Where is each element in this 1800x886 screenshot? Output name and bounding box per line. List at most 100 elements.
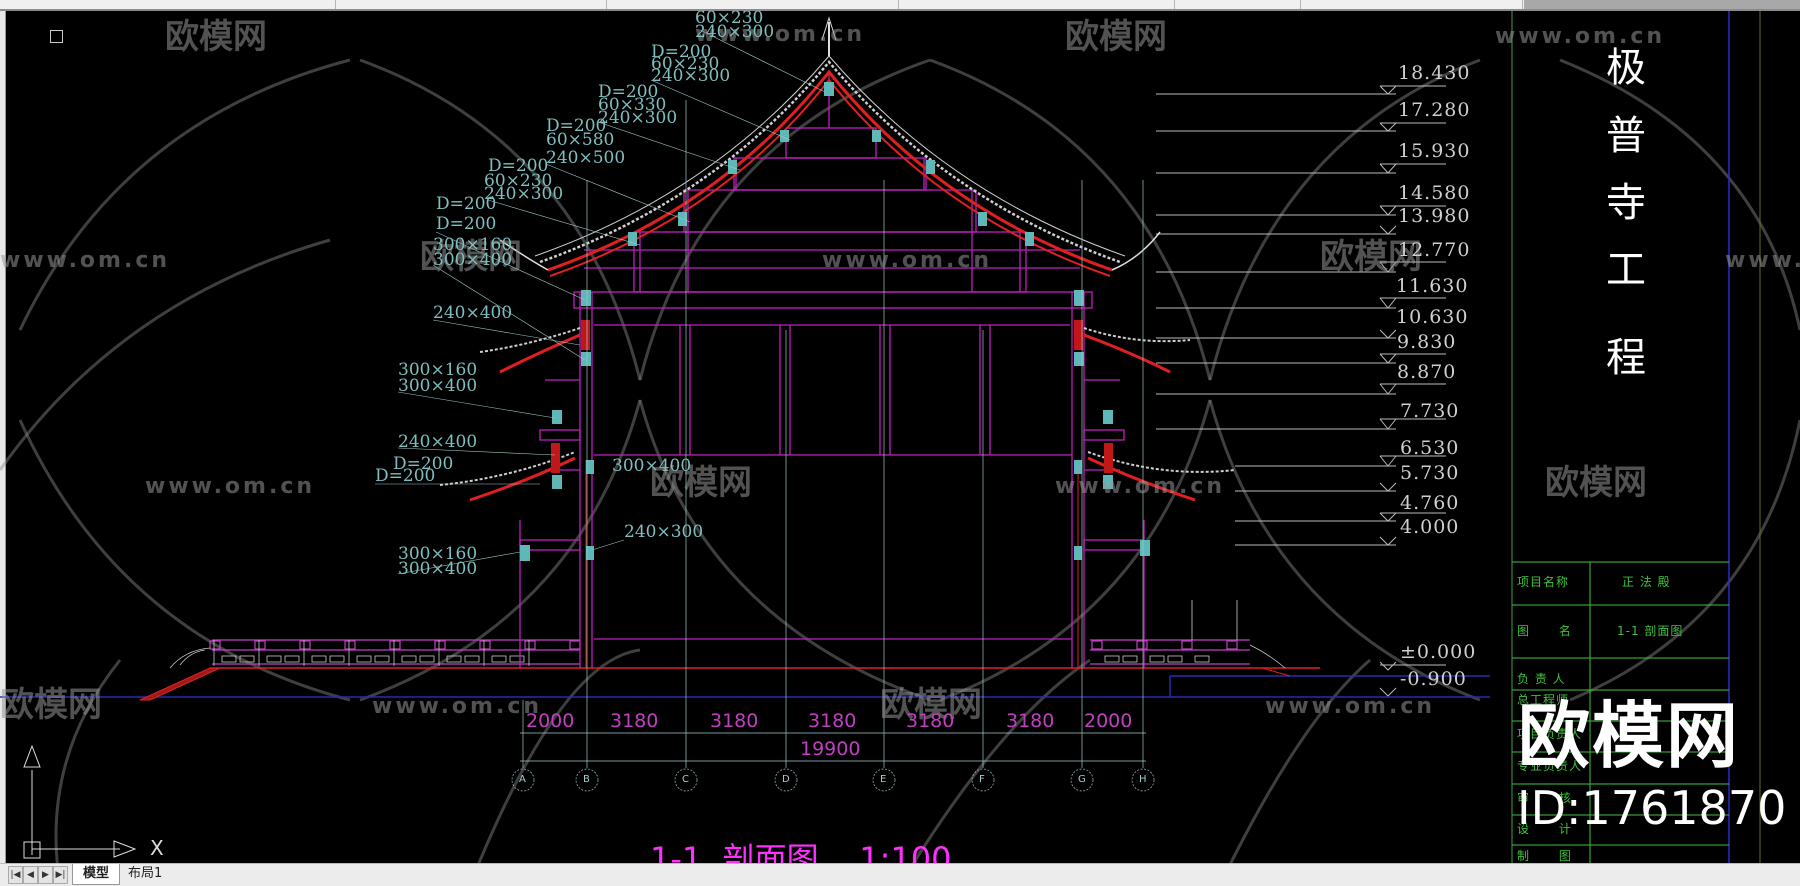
dimension-text: 3180: [710, 710, 759, 732]
member-note: 240×400: [398, 432, 478, 452]
tb-value: 1-1 剖面图: [1617, 624, 1684, 638]
member-note: D=200: [488, 156, 549, 176]
grid-axis-lines: [520, 100, 1146, 768]
watermark-url: www.om.cn: [1495, 24, 1666, 49]
elevation-label: ±0.000: [1400, 641, 1477, 663]
axis-label: B: [583, 774, 590, 785]
grid-axis-bubbles: [511, 768, 1155, 792]
toolbar-field-1[interactable]: [0, 0, 336, 9]
member-note: 60×230: [484, 171, 553, 191]
elevation-label: 7.730: [1400, 400, 1460, 422]
watermark-url: www.om.cn: [372, 694, 543, 719]
tb-label: 项目名称: [1517, 575, 1570, 589]
left-window-edge: [0, 11, 6, 863]
dimension-text: 3180: [1006, 710, 1055, 732]
tb-label: 总工程师: [1517, 693, 1570, 707]
elevation-label: 8.870: [1397, 361, 1457, 383]
member-note: 300×160: [433, 235, 513, 255]
tb-value: 正 法 殿: [1622, 575, 1671, 589]
toolbar-field-4[interactable]: [898, 0, 1175, 9]
balustrade-right: [1090, 600, 1286, 669]
watermark-logo: 欧模网: [1065, 17, 1167, 57]
layout-tab-bar: |◀ ◀ ▶ ▶| 模型 布局1: [0, 863, 1800, 886]
tab-model[interactable]: 模型: [72, 864, 121, 885]
watermark-logo: 欧模网: [420, 237, 522, 277]
elevation-label: 5.730: [1400, 462, 1460, 484]
tab-nav-first-button[interactable]: |◀: [8, 866, 23, 884]
ucs-icon: [23, 744, 137, 859]
column-details: [520, 82, 1150, 668]
elevation-label: 10.630: [1396, 306, 1469, 328]
toolbar-field-2[interactable]: [335, 0, 607, 9]
watermark-logo: 欧模网: [1320, 237, 1422, 277]
toolbar-empty-area: [1524, 0, 1800, 9]
tab-nav-last-button[interactable]: ▶|: [53, 866, 68, 884]
elevation-label: 18.430: [1398, 62, 1471, 84]
member-note: D=200: [436, 194, 497, 214]
watermark-url: www.om.cn: [1265, 694, 1436, 719]
member-note: 60×230: [651, 54, 720, 74]
toolbar-field-6[interactable]: [1300, 0, 1523, 9]
tab-nav-next-button[interactable]: ▶: [38, 866, 53, 884]
member-note: 300×160: [398, 544, 478, 564]
dimension-text: 2000: [1084, 710, 1133, 732]
dimension-text: 3180: [906, 710, 955, 732]
toolbar-field-3[interactable]: [606, 0, 899, 9]
total-dimension: 19900: [800, 738, 861, 760]
axis-label: C: [682, 774, 689, 785]
ground-lines: [0, 667, 1490, 701]
member-note: 240×400: [433, 303, 513, 323]
watermark-url: www.om.cn: [1725, 248, 1800, 273]
elevation-label: 11.630: [1396, 275, 1469, 297]
member-note: 300×400: [433, 250, 513, 270]
member-note: 300×400: [612, 456, 692, 476]
member-note: 240×300: [598, 108, 678, 128]
roof: [439, 16, 1236, 502]
axis-label: A: [519, 774, 526, 785]
balustrade-left: [169, 639, 581, 669]
elevation-label: 15.930: [1398, 140, 1471, 162]
member-note: 240×500: [546, 148, 626, 168]
tab-layout1[interactable]: 布局1: [128, 866, 163, 881]
project-title-char: 普: [1606, 113, 1646, 159]
member-note: D=200: [393, 454, 454, 474]
viewport-control-box[interactable]: [50, 30, 63, 43]
tb-label: 设 计: [1517, 822, 1572, 836]
watermark-url: www.om.cn: [822, 248, 993, 273]
tb-label: 专业负责人: [1517, 759, 1583, 773]
elevation-label: 12.770: [1398, 239, 1471, 261]
member-note: D=200: [436, 214, 497, 234]
project-title-char: 程: [1606, 335, 1646, 381]
tab-nav-prev-button[interactable]: ◀: [23, 866, 38, 884]
elevation-label: 4.760: [1400, 492, 1460, 514]
member-note: 240×300: [651, 66, 731, 86]
elevation-label: 14.580: [1398, 182, 1471, 204]
member-note: 240×300: [695, 22, 775, 42]
tb-label: 制 图: [1517, 849, 1572, 863]
member-note: D=200: [651, 42, 712, 62]
member-note: 300×400: [398, 376, 478, 396]
toolbar-field-5[interactable]: [1174, 0, 1301, 9]
member-note: 60×580: [546, 130, 615, 150]
drawing-canvas[interactable]: [6, 11, 1800, 863]
elevation-label: -0.900: [1400, 668, 1467, 690]
dimension-text: 3180: [610, 710, 659, 732]
watermark-url: www.om.cn: [0, 248, 171, 273]
elevation-label: 9.830: [1397, 331, 1457, 353]
ucs-x-label: X: [150, 836, 164, 860]
member-note: 300×160: [398, 360, 478, 380]
watermark-logo: 欧模网: [1545, 463, 1647, 503]
watermark-id: ID:1761870: [1517, 781, 1787, 835]
elevation-label: 6.530: [1400, 437, 1460, 459]
member-note: 240×300: [624, 522, 704, 542]
member-note: D=200: [375, 466, 436, 486]
member-note: D=200: [598, 82, 659, 102]
watermark-url: www.om.cn: [145, 474, 316, 499]
dimension-text: 2000: [526, 710, 575, 732]
axis-label: H: [1139, 774, 1147, 785]
elevation-lines: [1156, 85, 1446, 697]
project-title-char: 极: [1606, 45, 1646, 91]
watermark-logo: 欧模网: [880, 685, 982, 725]
member-note: 60×330: [598, 95, 667, 115]
